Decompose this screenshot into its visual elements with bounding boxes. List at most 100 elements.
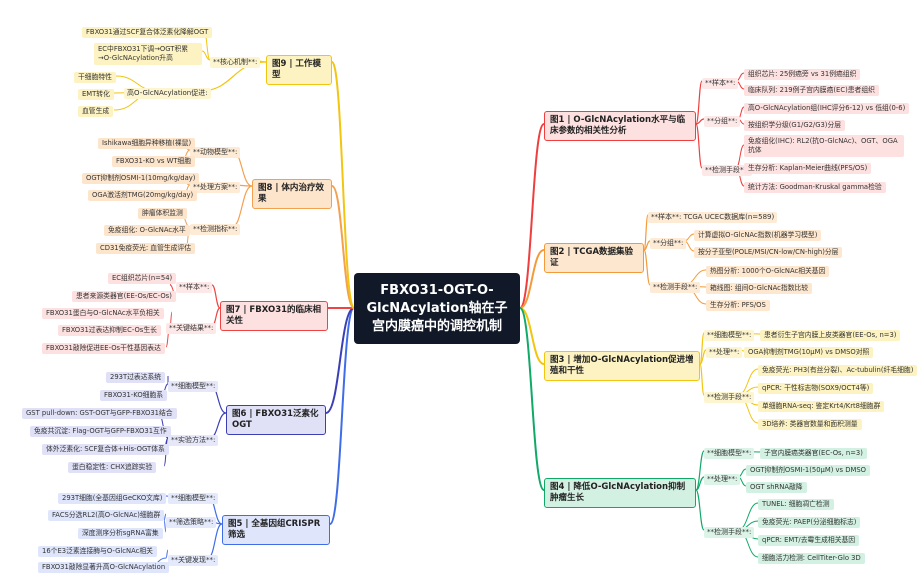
fig4-leaf-5[interactable]: 免疫荧光: PAEP(分泌细胞标志) bbox=[758, 517, 861, 528]
fig8-leaf-6[interactable]: 免疫组化: O-GlcNAc水平 bbox=[104, 225, 190, 236]
connector bbox=[699, 349, 707, 365]
branch-fig6[interactable]: 图6 | FBXO31泛素化OGT bbox=[226, 405, 326, 435]
fig4-leaf-1[interactable]: 子宫内膜癌类器官(EC-Os, n=3) bbox=[760, 448, 867, 459]
fig1-cat-groups[interactable]: **分组**: bbox=[704, 116, 741, 127]
fig6-leaf-4[interactable]: 免疫共沉淀: Flag-OGT与GFP-FBXO31互作 bbox=[30, 426, 171, 437]
fig2-leaf-2[interactable]: 按分子亚型(POLE/MSI/CN-low/CN-high)分层 bbox=[694, 247, 843, 258]
fig7-leaf-1[interactable]: EC组织芯片(n=54) bbox=[108, 273, 177, 284]
fig5-leaf-1[interactable]: 293T细胞(全基因组GeCKO文库) bbox=[58, 493, 167, 504]
fig1-leaf-7[interactable]: 统计方法: Goodman-Kruskal gamma检验 bbox=[744, 182, 886, 193]
fig1-cat-samples[interactable]: **样本**: bbox=[702, 78, 739, 89]
fig4-leaf-7[interactable]: 细胞活力检测: CellTiter-Glo 3D bbox=[758, 553, 865, 564]
connector bbox=[699, 363, 705, 396]
fig6-leaf-1[interactable]: 293T过表达系统 bbox=[106, 372, 166, 383]
fig8-cat-indicators[interactable]: **检测指标**: bbox=[190, 224, 241, 235]
fig7-leaf-2[interactable]: 患者来源类器官(EE-Os/EC-Os) bbox=[72, 291, 176, 302]
fig5-cat-model[interactable]: **细胞模型**: bbox=[168, 493, 219, 504]
fig3-leaf-2[interactable]: OGA抑制剂TMG(10μM) vs DMSO对照 bbox=[744, 347, 874, 358]
fig1-cat-methods[interactable]: **检测手段**: bbox=[702, 165, 753, 176]
fig4-cat-model[interactable]: **细胞模型**: bbox=[704, 448, 755, 459]
fig3-cat-methods[interactable]: **检测手段**: bbox=[704, 392, 755, 403]
fig2-cat-samples[interactable]: **样本**: TCGA UCEC数据库(n=589) bbox=[648, 212, 778, 223]
fig9-cat-mechanism[interactable]: **核心机制**: bbox=[210, 57, 261, 68]
fig1-leaf-2[interactable]: 临床队列: 219例子宫内膜癌(EC)患者组织 bbox=[744, 85, 879, 96]
fig8-leaf-5[interactable]: 肿瘤体积监测 bbox=[138, 208, 187, 219]
fig2-cat-methods[interactable]: **检测手段**: bbox=[650, 282, 701, 293]
fig8-cat-treatment[interactable]: **处理方案**: bbox=[190, 182, 241, 193]
fig9-leaf-4[interactable]: EMT转化 bbox=[78, 89, 114, 100]
fig6-leaf-3[interactable]: GST pull-down: GST-OGT与GFP-FBXO31结合 bbox=[22, 408, 177, 419]
fig4-leaf-6[interactable]: qPCR: EMT/去霉生成相关基因 bbox=[758, 535, 860, 546]
branch-fig2[interactable]: 图2 | TCGA数据集验证 bbox=[544, 243, 644, 273]
branch-fig9[interactable]: 图9 | 工作模型 bbox=[266, 55, 332, 85]
fig4-leaf-4[interactable]: TUNEL: 细胞凋亡检测 bbox=[758, 499, 834, 510]
fig8-leaf-7[interactable]: CD31免疫荧光: 血管生成评估 bbox=[96, 243, 196, 254]
fig1-leaf-6[interactable]: 生存分析: Kaplan-Meier曲线(PFS/OS) bbox=[744, 163, 872, 174]
connector bbox=[695, 476, 705, 491]
fig1-leaf-1[interactable]: 组织芯片: 25例癌旁 vs 31例癌组织 bbox=[744, 69, 861, 80]
branch-fig4[interactable]: 图4 | 降低O-GlcNAcylation抑制肿瘤生长 bbox=[544, 478, 696, 508]
fig5-cat-strategy[interactable]: **筛选策略**: bbox=[166, 517, 217, 528]
fig3-leaf-1[interactable]: 患者衍生子宫内膜上皮类器官(EE-Os, n=3) bbox=[760, 330, 901, 341]
fig7-cat-results[interactable]: **关键结果**: bbox=[166, 323, 217, 334]
fig6-leaf-5[interactable]: 体外泛素化: SCF复合体+His-OGT体系 bbox=[42, 444, 169, 455]
connector bbox=[519, 249, 545, 309]
fig1-leaf-4[interactable]: 按组织学分级(G1/G2/G3)分层 bbox=[744, 120, 846, 131]
fig4-cat-treatment[interactable]: **处理**: bbox=[704, 474, 741, 485]
fig5-leaf-5[interactable]: FBXO31敲除显著升高O-GlcNAcylation bbox=[38, 562, 170, 573]
fig3-leaf-3[interactable]: 免疫荧光: PH3(有丝分裂)、Ac-tubulin(纤毛细胞) bbox=[758, 365, 918, 376]
fig9-leaf-1[interactable]: FBXO31通过SCF复合体泛素化降解OGT bbox=[82, 27, 213, 38]
fig3-cat-model[interactable]: **细胞模型**: bbox=[704, 330, 755, 341]
connector bbox=[519, 307, 545, 365]
fig8-leaf-3[interactable]: OGT抑制剂OSMI-1(10mg/kg/day) bbox=[82, 173, 200, 184]
connector bbox=[695, 450, 705, 491]
fig5-cat-findings[interactable]: **关键发现**: bbox=[168, 555, 219, 566]
connector bbox=[643, 249, 651, 286]
fig5-leaf-4[interactable]: 16个E3泛素连接酶与O-GlcNAc相关 bbox=[38, 546, 157, 557]
fig7-cat-samples[interactable]: **样本**: bbox=[176, 282, 213, 293]
fig5-leaf-3[interactable]: 深度测序分析sgRNA富集 bbox=[78, 528, 163, 539]
branch-fig3[interactable]: 图3 | 增加O-GlcNAcylation促进增殖和干性 bbox=[544, 351, 700, 381]
branch-fig7[interactable]: 图7 | FBXO31的临床相关性 bbox=[220, 301, 328, 331]
fig4-leaf-2[interactable]: OGT抑制剂OSMI-1(50μM) vs DMSO bbox=[746, 465, 871, 476]
fig4-cat-methods[interactable]: **检测手段**: bbox=[704, 527, 755, 538]
fig9-leaf-3[interactable]: 干细胞特性 bbox=[74, 72, 116, 83]
fig7-leaf-3[interactable]: FBXO31蛋白与O-GlcNAc水平负相关 bbox=[42, 308, 164, 319]
fig2-leaf-5[interactable]: 生存分析: PFS/OS bbox=[706, 300, 770, 311]
branch-fig5[interactable]: 图5 | 全基因组CRISPR筛选 bbox=[222, 515, 330, 545]
fig9-leaf-2[interactable]: EC中FBXO31下调→OGT积累→O-GlcNAcylation升高 bbox=[94, 43, 202, 65]
fig7-leaf-5[interactable]: FBXO31敲除促进EE-Os干性基因表达 bbox=[42, 343, 165, 354]
fig6-cat-model[interactable]: **细胞模型**: bbox=[168, 381, 219, 392]
fig3-leaf-6[interactable]: 3D培养: 类器官数量和面积测量 bbox=[758, 419, 862, 430]
connector bbox=[163, 519, 167, 533]
fig6-cat-methods[interactable]: **实验方法**: bbox=[168, 435, 219, 446]
fig4-leaf-3[interactable]: OGT shRNA敲降 bbox=[746, 482, 807, 493]
connector bbox=[519, 123, 545, 309]
connector bbox=[519, 307, 545, 491]
fig7-leaf-4[interactable]: FBXO31过表达抑制EC-Os生长 bbox=[58, 325, 161, 336]
branch-fig8[interactable]: 图8 | 体内治疗效果 bbox=[252, 179, 332, 209]
fig9-cat-promotes[interactable]: 高O-GlcNAcylation促进: bbox=[124, 88, 211, 99]
fig3-leaf-4[interactable]: qPCR: 干性标志物(SOX9/OCT4等) bbox=[758, 383, 874, 394]
fig2-leaf-3[interactable]: 热图分析: 1000个O-GlcNAc相关基因 bbox=[706, 266, 830, 277]
branch-fig1[interactable]: 图1 | O-GlcNAcylation水平与临床参数的相关性分析 bbox=[544, 111, 696, 141]
fig2-leaf-1[interactable]: 计算虚拟O-GlcNAc指数(机器学习模型) bbox=[694, 230, 822, 241]
central-topic[interactable]: FBXO31-OGT-O-GlcNAcylation轴在子宫内膜癌中的调控机制 bbox=[354, 273, 520, 344]
fig6-leaf-2[interactable]: FBXO31-KO细胞系 bbox=[100, 390, 168, 401]
fig9-leaf-5[interactable]: 血管生成 bbox=[78, 106, 114, 117]
fig8-cat-model[interactable]: **动物模型**: bbox=[190, 147, 241, 158]
fig5-leaf-2[interactable]: FACS分选RL2(高O-GlcNAc)细胞群 bbox=[48, 510, 165, 521]
connector bbox=[325, 307, 355, 414]
fig8-leaf-2[interactable]: FBXO31-KO vs WT细胞 bbox=[112, 156, 196, 167]
connector bbox=[695, 489, 705, 531]
fig8-leaf-1[interactable]: Ishikawa细胞异种移植(裸鼠) bbox=[98, 138, 196, 149]
connector bbox=[207, 523, 223, 559]
fig6-leaf-6[interactable]: 蛋白稳定性: CHX追踪实验 bbox=[68, 462, 157, 473]
fig3-cat-treatment[interactable]: **处理**: bbox=[706, 347, 743, 358]
fig8-leaf-4[interactable]: OGA激活剂TMG(20mg/kg/day) bbox=[88, 190, 198, 201]
fig1-leaf-3[interactable]: 高O-GlcNAcylation组(IHC评分6-12) vs 低组(0-6) bbox=[744, 103, 910, 114]
fig2-leaf-4[interactable]: 箱线图: 组间O-GlcNAc指数比较 bbox=[706, 283, 813, 294]
fig1-leaf-5[interactable]: 免疫组化(IHC): RL2(抗O-GlcNAc)、OGT、OGA抗体 bbox=[744, 135, 904, 157]
fig3-leaf-5[interactable]: 单细胞RNA-seq: 鉴定Krt4/Krt8细胞群 bbox=[758, 401, 885, 412]
fig2-cat-groups[interactable]: **分组**: bbox=[650, 238, 687, 249]
